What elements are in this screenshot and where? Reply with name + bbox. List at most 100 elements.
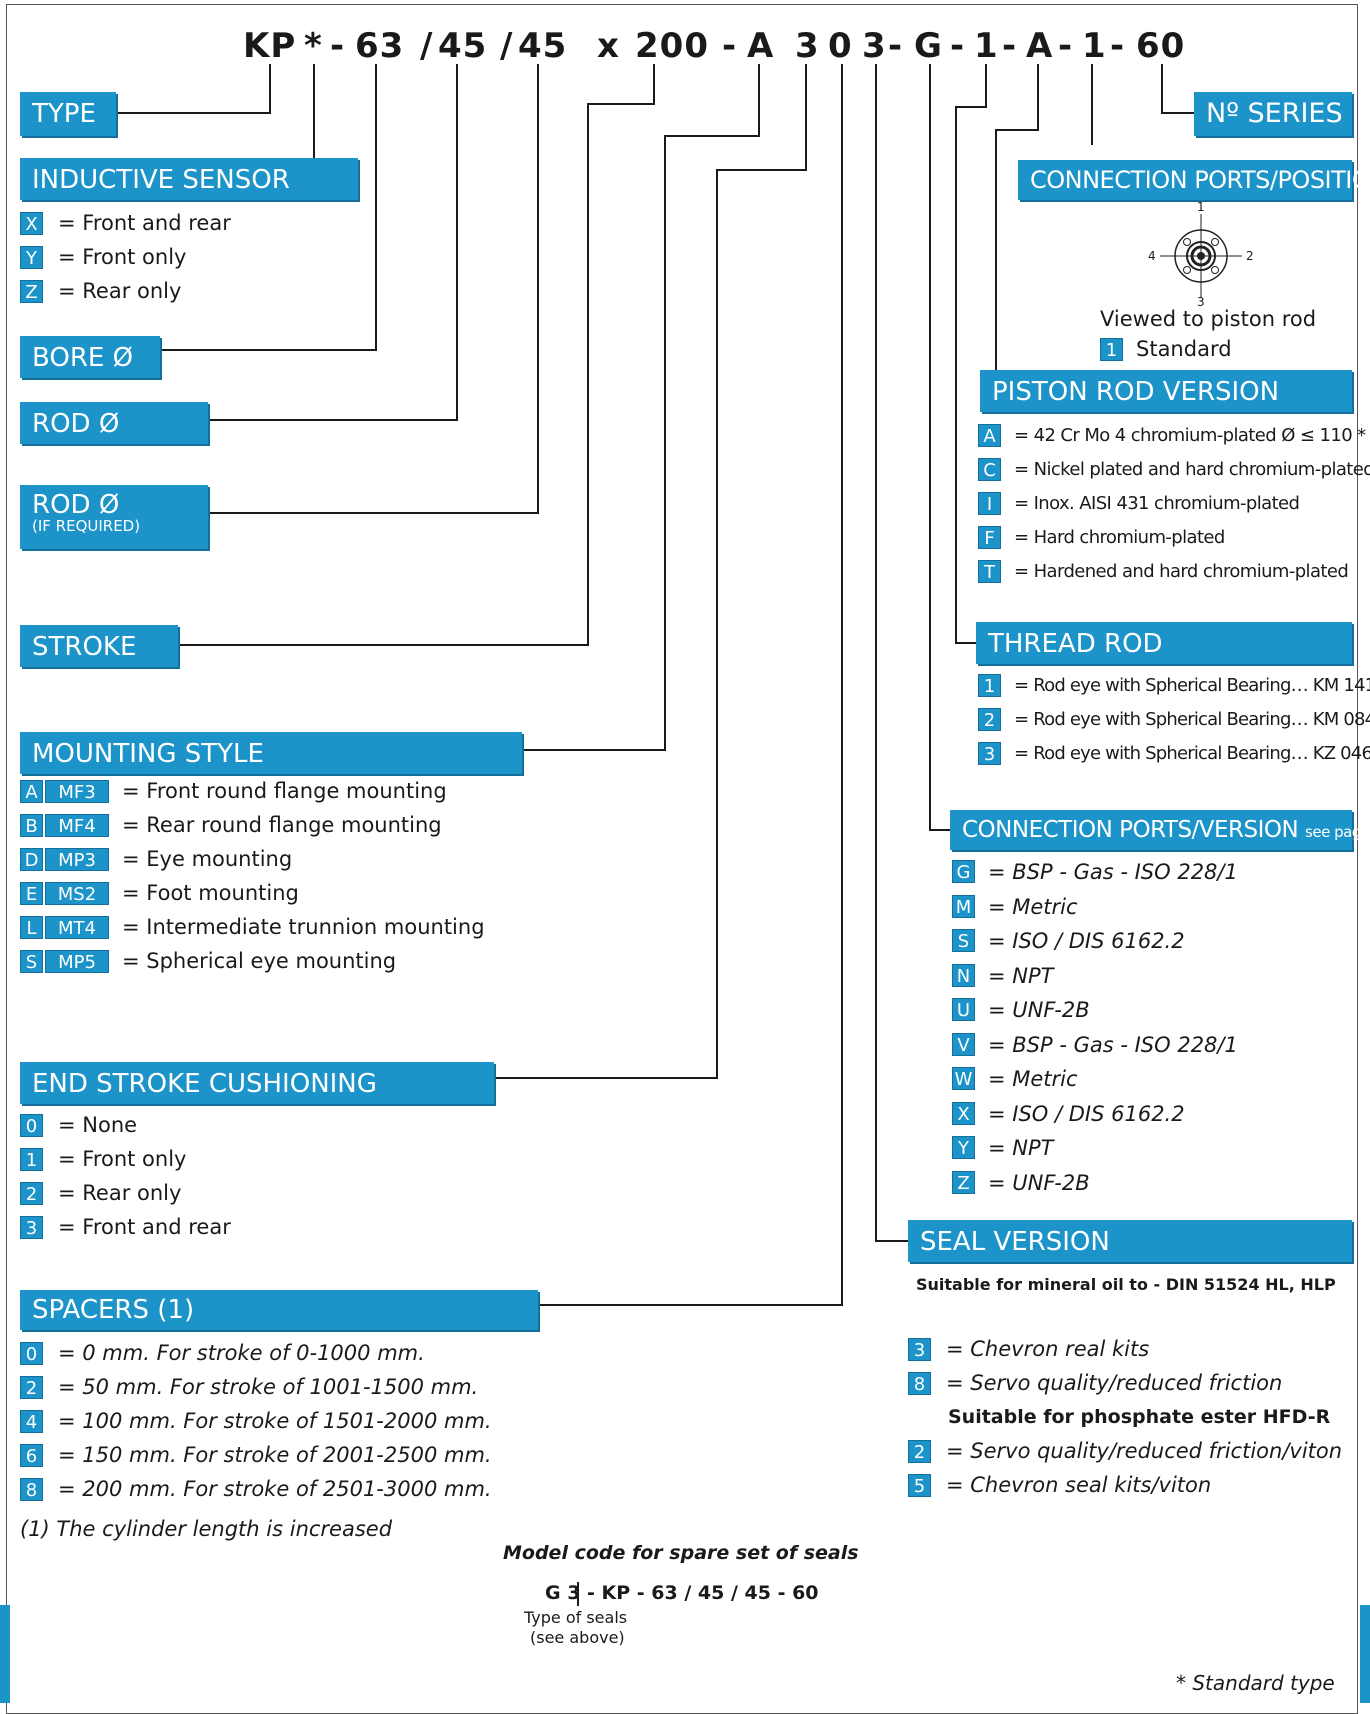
option-text: = 100 mm. For stroke of 1501-2000 mm. xyxy=(58,1409,492,1433)
code-dash: - xyxy=(330,26,346,66)
option-text: = Servo quality/reduced friction/viton xyxy=(946,1439,1343,1463)
option-text: = Metric xyxy=(988,894,1078,919)
key-badge: C xyxy=(978,458,1001,481)
option-text: = NPT xyxy=(988,1136,1054,1160)
code-mounting: A xyxy=(747,26,775,66)
option-text: = 50 mm. For stroke of 1001-1500 mm. xyxy=(58,1375,479,1399)
left-edge-bar xyxy=(0,1605,10,1703)
option-text: = Rear only xyxy=(58,1181,182,1205)
code-ports-version: G xyxy=(914,26,943,66)
thread-rod-header: THREAD ROD xyxy=(976,622,1352,664)
key-badge: S xyxy=(952,929,975,952)
option-text: = 150 mm. For stroke of 2001-2500 mm. xyxy=(58,1443,492,1467)
series-header: Nº SERIES xyxy=(1194,92,1352,136)
port-number-3: 3 xyxy=(1197,295,1205,309)
connection-ports-version-header: CONNECTION PORTS/VERSION see page 65 xyxy=(950,810,1370,850)
option-text: = Rod eye with Spherical Bearing… KM 141 xyxy=(1014,675,1370,696)
key-badge: B xyxy=(20,814,43,837)
key-badge: 2 xyxy=(978,708,1001,731)
page-frame xyxy=(6,4,1358,1714)
seal-subtitle-mineral: Suitable for mineral oil to - DIN 51524 … xyxy=(916,1275,1336,1294)
code-series: 60 xyxy=(1136,26,1186,66)
option-text: = UNF-2B xyxy=(988,998,1090,1022)
option-text: = BSP - Gas - ISO 228/1 xyxy=(988,860,1238,884)
rod2-subtitle: (IF REQUIRED) xyxy=(32,517,141,535)
key-badge: 3 xyxy=(978,742,1001,765)
code-dash: - xyxy=(1058,26,1074,66)
code-stroke: 200 xyxy=(635,26,709,66)
key-badge: 8 xyxy=(908,1372,931,1395)
mounting-code-badge: MP3 xyxy=(45,848,109,871)
key-badge: U xyxy=(952,998,975,1021)
option-text: = Rod eye with Spherical Bearing… KM 084 xyxy=(1014,709,1370,730)
code-slash: / xyxy=(420,26,434,66)
option-text: = 200 mm. For stroke of 2501-3000 mm. xyxy=(58,1477,492,1501)
spare-seals-code: G 3 - KP - 63 / 45 / 45 - 60 xyxy=(545,1582,819,1604)
key-badge: 5 xyxy=(908,1474,931,1497)
key-badge: I xyxy=(978,492,1001,515)
code-dash: - xyxy=(888,26,904,66)
ports-version-see: see page 65 xyxy=(1305,823,1370,841)
option-text: = Front and rear xyxy=(58,211,231,235)
cushioning-header: END STROKE CUSHIONING xyxy=(20,1062,494,1104)
right-edge-bar xyxy=(1360,1605,1370,1703)
code-rod2: 45 xyxy=(518,26,568,66)
type-of-seals-note: (see above) xyxy=(530,1628,625,1647)
key-badge: 2 xyxy=(908,1440,931,1463)
code-rod: 45 xyxy=(438,26,488,66)
option-text: = Servo quality/reduced friction xyxy=(946,1371,1283,1395)
key-badge: X xyxy=(20,212,43,235)
option-text: = UNF-2B xyxy=(988,1170,1090,1195)
bore-header: BORE Ø xyxy=(20,336,160,378)
option-text: = Metric xyxy=(988,1067,1078,1091)
spare-seals-title: Model code for spare set of seals xyxy=(503,1542,859,1564)
mounting-style-header: MOUNTING STYLE xyxy=(20,732,522,774)
key-badge: 1 xyxy=(20,1148,43,1171)
code-dash: - xyxy=(722,26,738,66)
port-position-caption: Viewed to piston rod xyxy=(1100,307,1317,331)
mounting-code-badge: MF3 xyxy=(45,780,109,803)
code-seal: 3 xyxy=(862,26,887,66)
key-badge: Z xyxy=(20,280,43,303)
stroke-header: STROKE xyxy=(20,625,178,667)
code-kp: KP xyxy=(243,26,297,66)
option-text: = NPT xyxy=(988,963,1054,988)
key-badge: A xyxy=(978,424,1001,447)
type-header: TYPE xyxy=(20,92,116,136)
inductive-sensor-header: INDUCTIVE SENSOR xyxy=(20,158,358,200)
key-badge: 6 xyxy=(20,1444,43,1467)
spacers-note: (1) The cylinder length is increased xyxy=(20,1517,393,1541)
piston-rod-end-icon xyxy=(1160,214,1242,298)
code-slash: / xyxy=(500,26,514,66)
code-spacers: 0 xyxy=(828,26,853,66)
code-dash: - xyxy=(950,26,966,66)
key-badge: 0 xyxy=(20,1114,43,1137)
mounting-code-badge: MF4 xyxy=(45,814,109,837)
code-piston: A xyxy=(1026,26,1054,66)
option-text: = ISO / DIS 6162.2 xyxy=(988,1101,1185,1126)
model-code: KP * - 63 / 45 / 45 x 200 - A 3 0 3 - G … xyxy=(0,20,1370,70)
port-position-diagram: 1 2 3 4 xyxy=(1138,200,1268,310)
piston-rod-version-header: PISTON ROD VERSION xyxy=(980,370,1352,412)
option-text: = Nickel plated and hard chromium-plated xyxy=(1014,459,1370,480)
option-text: = Front round flange mounting xyxy=(122,779,447,803)
option-text: = Front only xyxy=(58,245,187,269)
key-badge: D xyxy=(20,848,43,871)
rod-if-required-header: ROD Ø (IF REQUIRED) xyxy=(20,485,208,549)
key-badge: A xyxy=(20,780,43,803)
code-star: * xyxy=(304,26,323,66)
key-badge: 2 xyxy=(20,1376,43,1399)
option-text: = Rod eye with Spherical Bearing… KZ 046 xyxy=(1014,743,1370,764)
key-badge: 2 xyxy=(20,1182,43,1205)
key-badge: S xyxy=(20,950,43,973)
rod-header: ROD Ø xyxy=(20,402,208,444)
code-thread: 1 xyxy=(974,26,999,66)
port-number-1: 1 xyxy=(1197,200,1205,214)
mounting-code-badge: MT4 xyxy=(45,916,109,939)
standard-label: Standard xyxy=(1136,337,1232,361)
key-badge: 1 xyxy=(978,674,1001,697)
option-text: = Rear only xyxy=(58,279,182,303)
key-badge: 4 xyxy=(20,1410,43,1433)
option-text: = Inox. AISI 431 chromium-plated xyxy=(1014,493,1300,514)
code-ports-position: 1 xyxy=(1082,26,1107,66)
